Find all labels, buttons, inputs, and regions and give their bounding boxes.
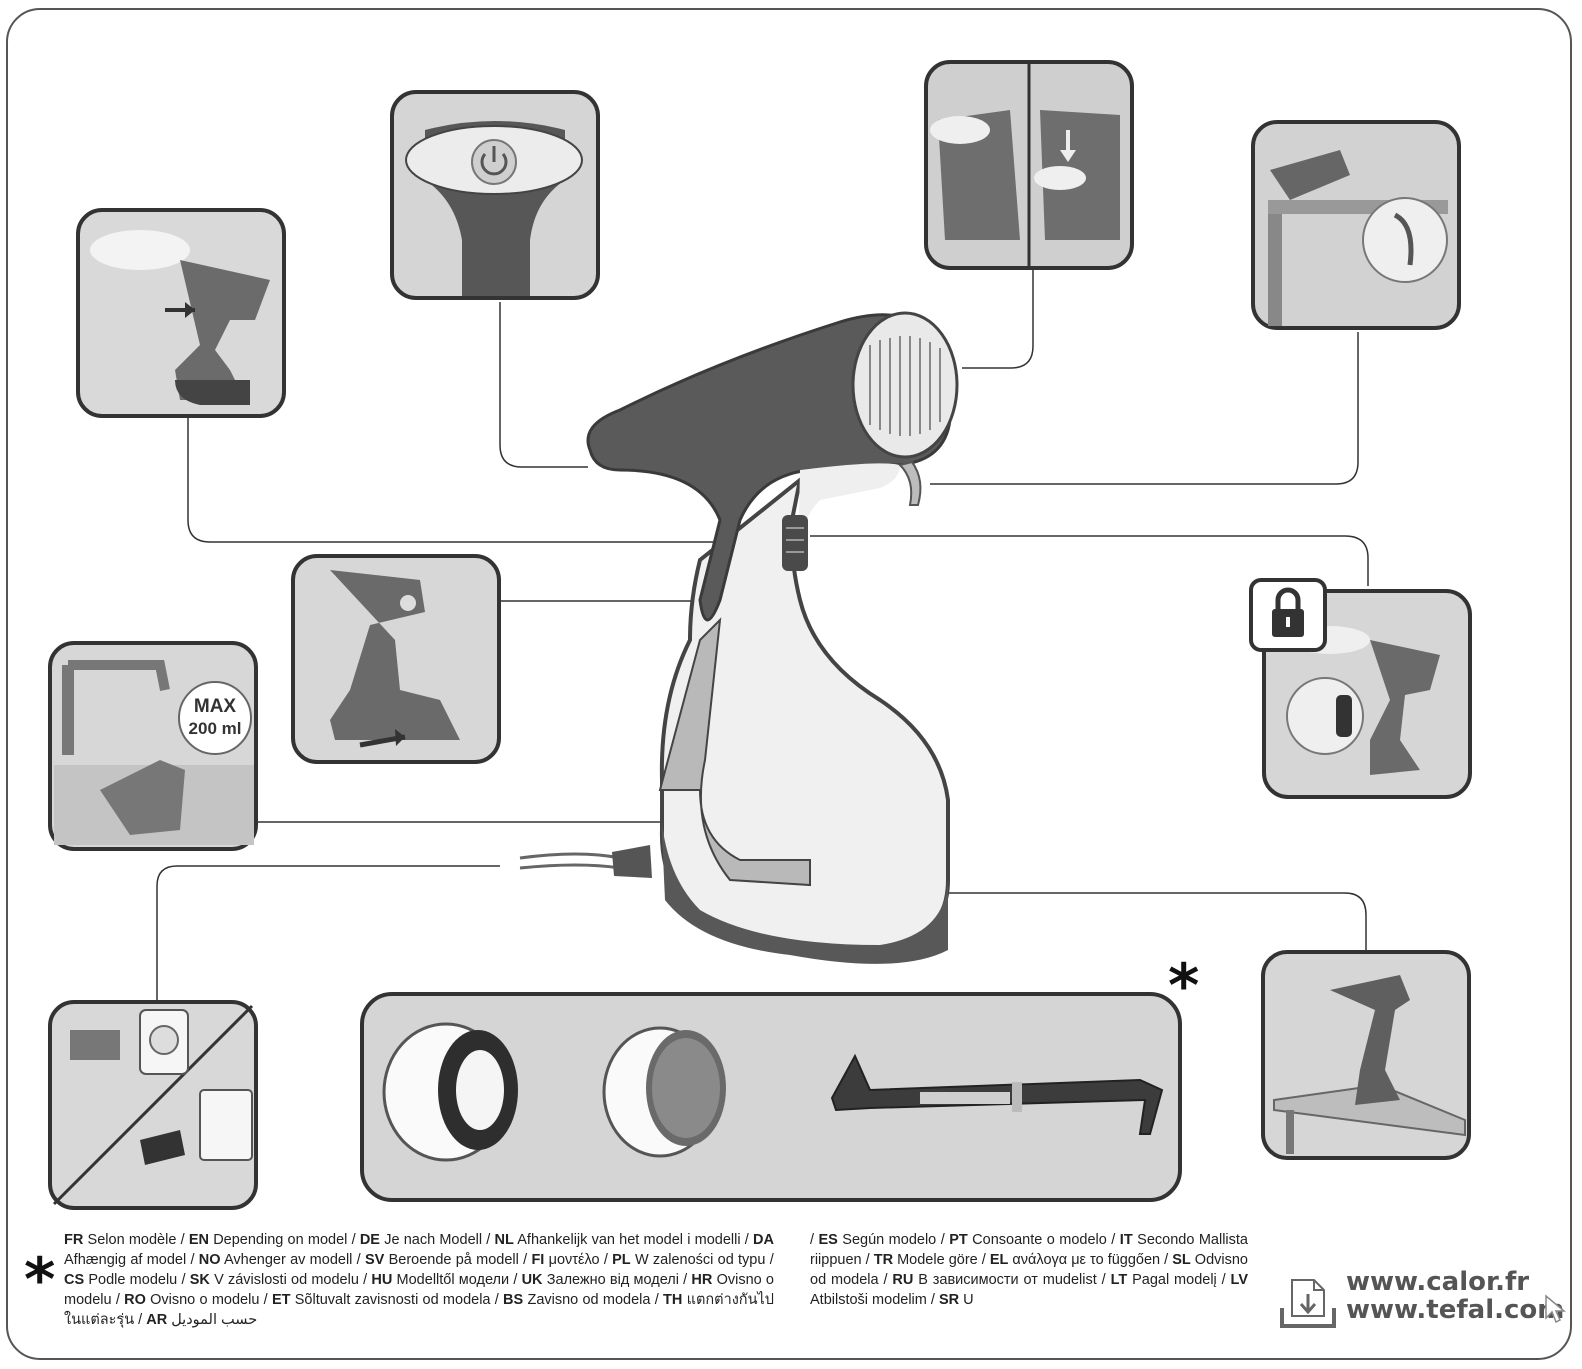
language-code: RU <box>892 1272 913 1288</box>
language-text: Je nach Modell / <box>380 1232 495 1248</box>
language-code: PL <box>612 1252 631 1268</box>
language-code: TR <box>874 1252 893 1268</box>
language-code: EL <box>990 1252 1009 1268</box>
language-code: PT <box>949 1232 968 1248</box>
language-code: LV <box>1231 1272 1248 1288</box>
language-code: AR <box>146 1312 167 1328</box>
legal-text-right: / ES Según modelo / PT Consoante o model… <box>810 1230 1248 1310</box>
language-text: Consoante o modelo / <box>968 1232 1120 1248</box>
language-text: Según modelo / <box>838 1232 949 1248</box>
language-code: FR <box>64 1232 83 1248</box>
max-label: MAX <box>194 696 237 717</box>
panel-hook-storage <box>1253 122 1459 328</box>
language-code: RO <box>124 1292 146 1308</box>
language-text: U <box>959 1292 974 1308</box>
accessories-panel <box>362 994 1180 1200</box>
language-text: μοντέλο / <box>544 1252 612 1268</box>
panel-power-button <box>392 92 598 298</box>
language-text: حسب الموديل <box>167 1312 257 1328</box>
cursor-icon <box>1544 1294 1568 1326</box>
brush-accessory <box>384 1024 518 1160</box>
language-code: SR <box>939 1292 959 1308</box>
language-code: NO <box>199 1252 221 1268</box>
language-text: ανάλογα με το függően / <box>1008 1252 1172 1268</box>
language-text: Ovisno o modelu / <box>146 1292 272 1308</box>
language-code: DE <box>360 1232 380 1248</box>
language-code: LT <box>1111 1272 1128 1288</box>
language-text: Avhenger av modell / <box>221 1252 365 1268</box>
max-volume-label: 200 ml <box>189 719 242 738</box>
url-calor[interactable]: www.calor.fr <box>1346 1268 1529 1296</box>
language-code: CS <box>64 1272 84 1288</box>
language-text: W zaleności od typu / <box>631 1252 774 1268</box>
language-text: Modelltől модели / <box>392 1272 521 1288</box>
language-code: ES <box>819 1232 838 1248</box>
language-code: EN <box>189 1232 209 1248</box>
language-text: / <box>810 1232 819 1248</box>
asterisk-icon: * <box>1168 956 1199 1016</box>
legal-text-left: FR Selon modèle / EN Depending on model … <box>64 1230 774 1330</box>
language-text: Atbilstoši modelim / <box>810 1292 939 1308</box>
language-text: Залежно від моделі / <box>543 1272 692 1288</box>
language-code: ET <box>272 1292 291 1308</box>
language-text: V závislosti od modelu / <box>210 1272 372 1288</box>
language-code: SK <box>190 1272 210 1288</box>
asterisk-icon: * <box>24 1250 55 1310</box>
language-text: Beroende på modell / <box>384 1252 531 1268</box>
language-code: SV <box>365 1252 384 1268</box>
panel-rest-on-table <box>1263 952 1469 1158</box>
language-code: SL <box>1172 1252 1191 1268</box>
language-code: HU <box>371 1272 392 1288</box>
language-text: Afhængig af model / <box>64 1252 199 1268</box>
language-text: Podle modelu / <box>84 1272 190 1288</box>
language-text: Selon modèle / <box>83 1232 189 1248</box>
language-code: UK <box>522 1272 543 1288</box>
language-code: DA <box>753 1232 774 1248</box>
language-text: Zavisno od modela / <box>523 1292 663 1308</box>
language-text: Depending on model / <box>209 1232 360 1248</box>
language-text: Modele göre / <box>893 1252 990 1268</box>
language-code: BS <box>503 1292 523 1308</box>
language-text: Pagal modelį / <box>1127 1272 1230 1288</box>
panel-fill-tap: MAX 200 ml <box>50 643 256 849</box>
panel-steaming-garment <box>926 62 1132 268</box>
download-icon <box>1278 1274 1340 1334</box>
language-text: Afhankelijk van het model i modelli / <box>514 1232 753 1248</box>
language-text: В зависимости от mudelist / <box>913 1272 1110 1288</box>
lock-icon <box>1251 580 1325 650</box>
language-text: Sõltuvalt zavisnosti od modela / <box>290 1292 503 1308</box>
language-code: IT <box>1120 1232 1133 1248</box>
language-code: NL <box>495 1232 514 1248</box>
language-code: HR <box>691 1272 712 1288</box>
steamer-product <box>520 313 957 964</box>
panel-power-plug <box>50 1002 256 1208</box>
panel-water-tank <box>293 556 499 762</box>
language-code: FI <box>531 1252 544 1268</box>
url-tefal[interactable]: www.tefal.com <box>1346 1296 1564 1324</box>
panel-steam-trigger <box>78 210 284 416</box>
language-code: TH <box>663 1292 682 1308</box>
